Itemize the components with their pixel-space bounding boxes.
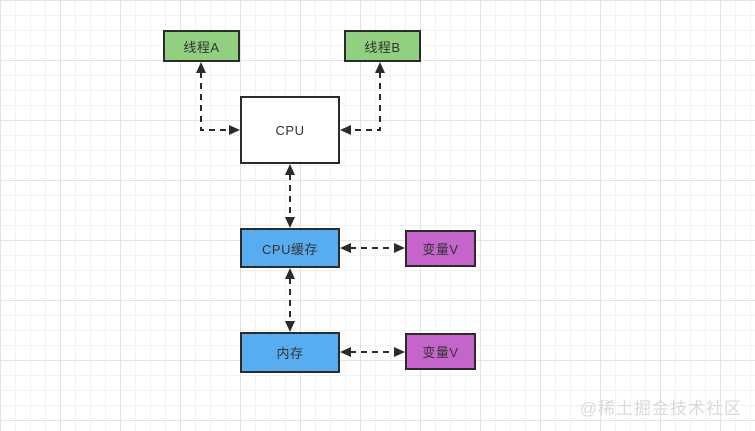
- arrowhead-icon: [394, 243, 405, 253]
- edge-thread-b-to-cpu: [350, 72, 381, 131]
- node-variable-v-cache: 变量V: [405, 230, 476, 267]
- node-cpu: CPU: [240, 96, 340, 164]
- node-thread-b: 线程B: [344, 30, 421, 62]
- arrowhead-icon: [285, 321, 295, 332]
- node-cpu-cache: CPU缓存: [240, 228, 340, 268]
- arrowhead-icon: [340, 125, 351, 135]
- arrowhead-icon: [285, 164, 295, 175]
- arrowhead-icon: [285, 268, 295, 279]
- node-variable-v-memory: 变量V: [405, 333, 476, 370]
- node-thread-a: 线程A: [163, 30, 240, 62]
- arrowhead-icon: [340, 347, 351, 357]
- arrowhead-icon: [340, 243, 351, 253]
- arrowhead-icon: [394, 347, 405, 357]
- arrowhead-icon: [229, 125, 240, 135]
- edge-thread-a-to-cpu: [200, 72, 230, 131]
- arrowhead-icon: [285, 217, 295, 228]
- arrowhead-icon: [375, 62, 385, 73]
- node-memory: 内存: [240, 332, 340, 373]
- watermark: @稀土掘金技术社区: [579, 399, 742, 418]
- arrowhead-icon: [196, 62, 206, 73]
